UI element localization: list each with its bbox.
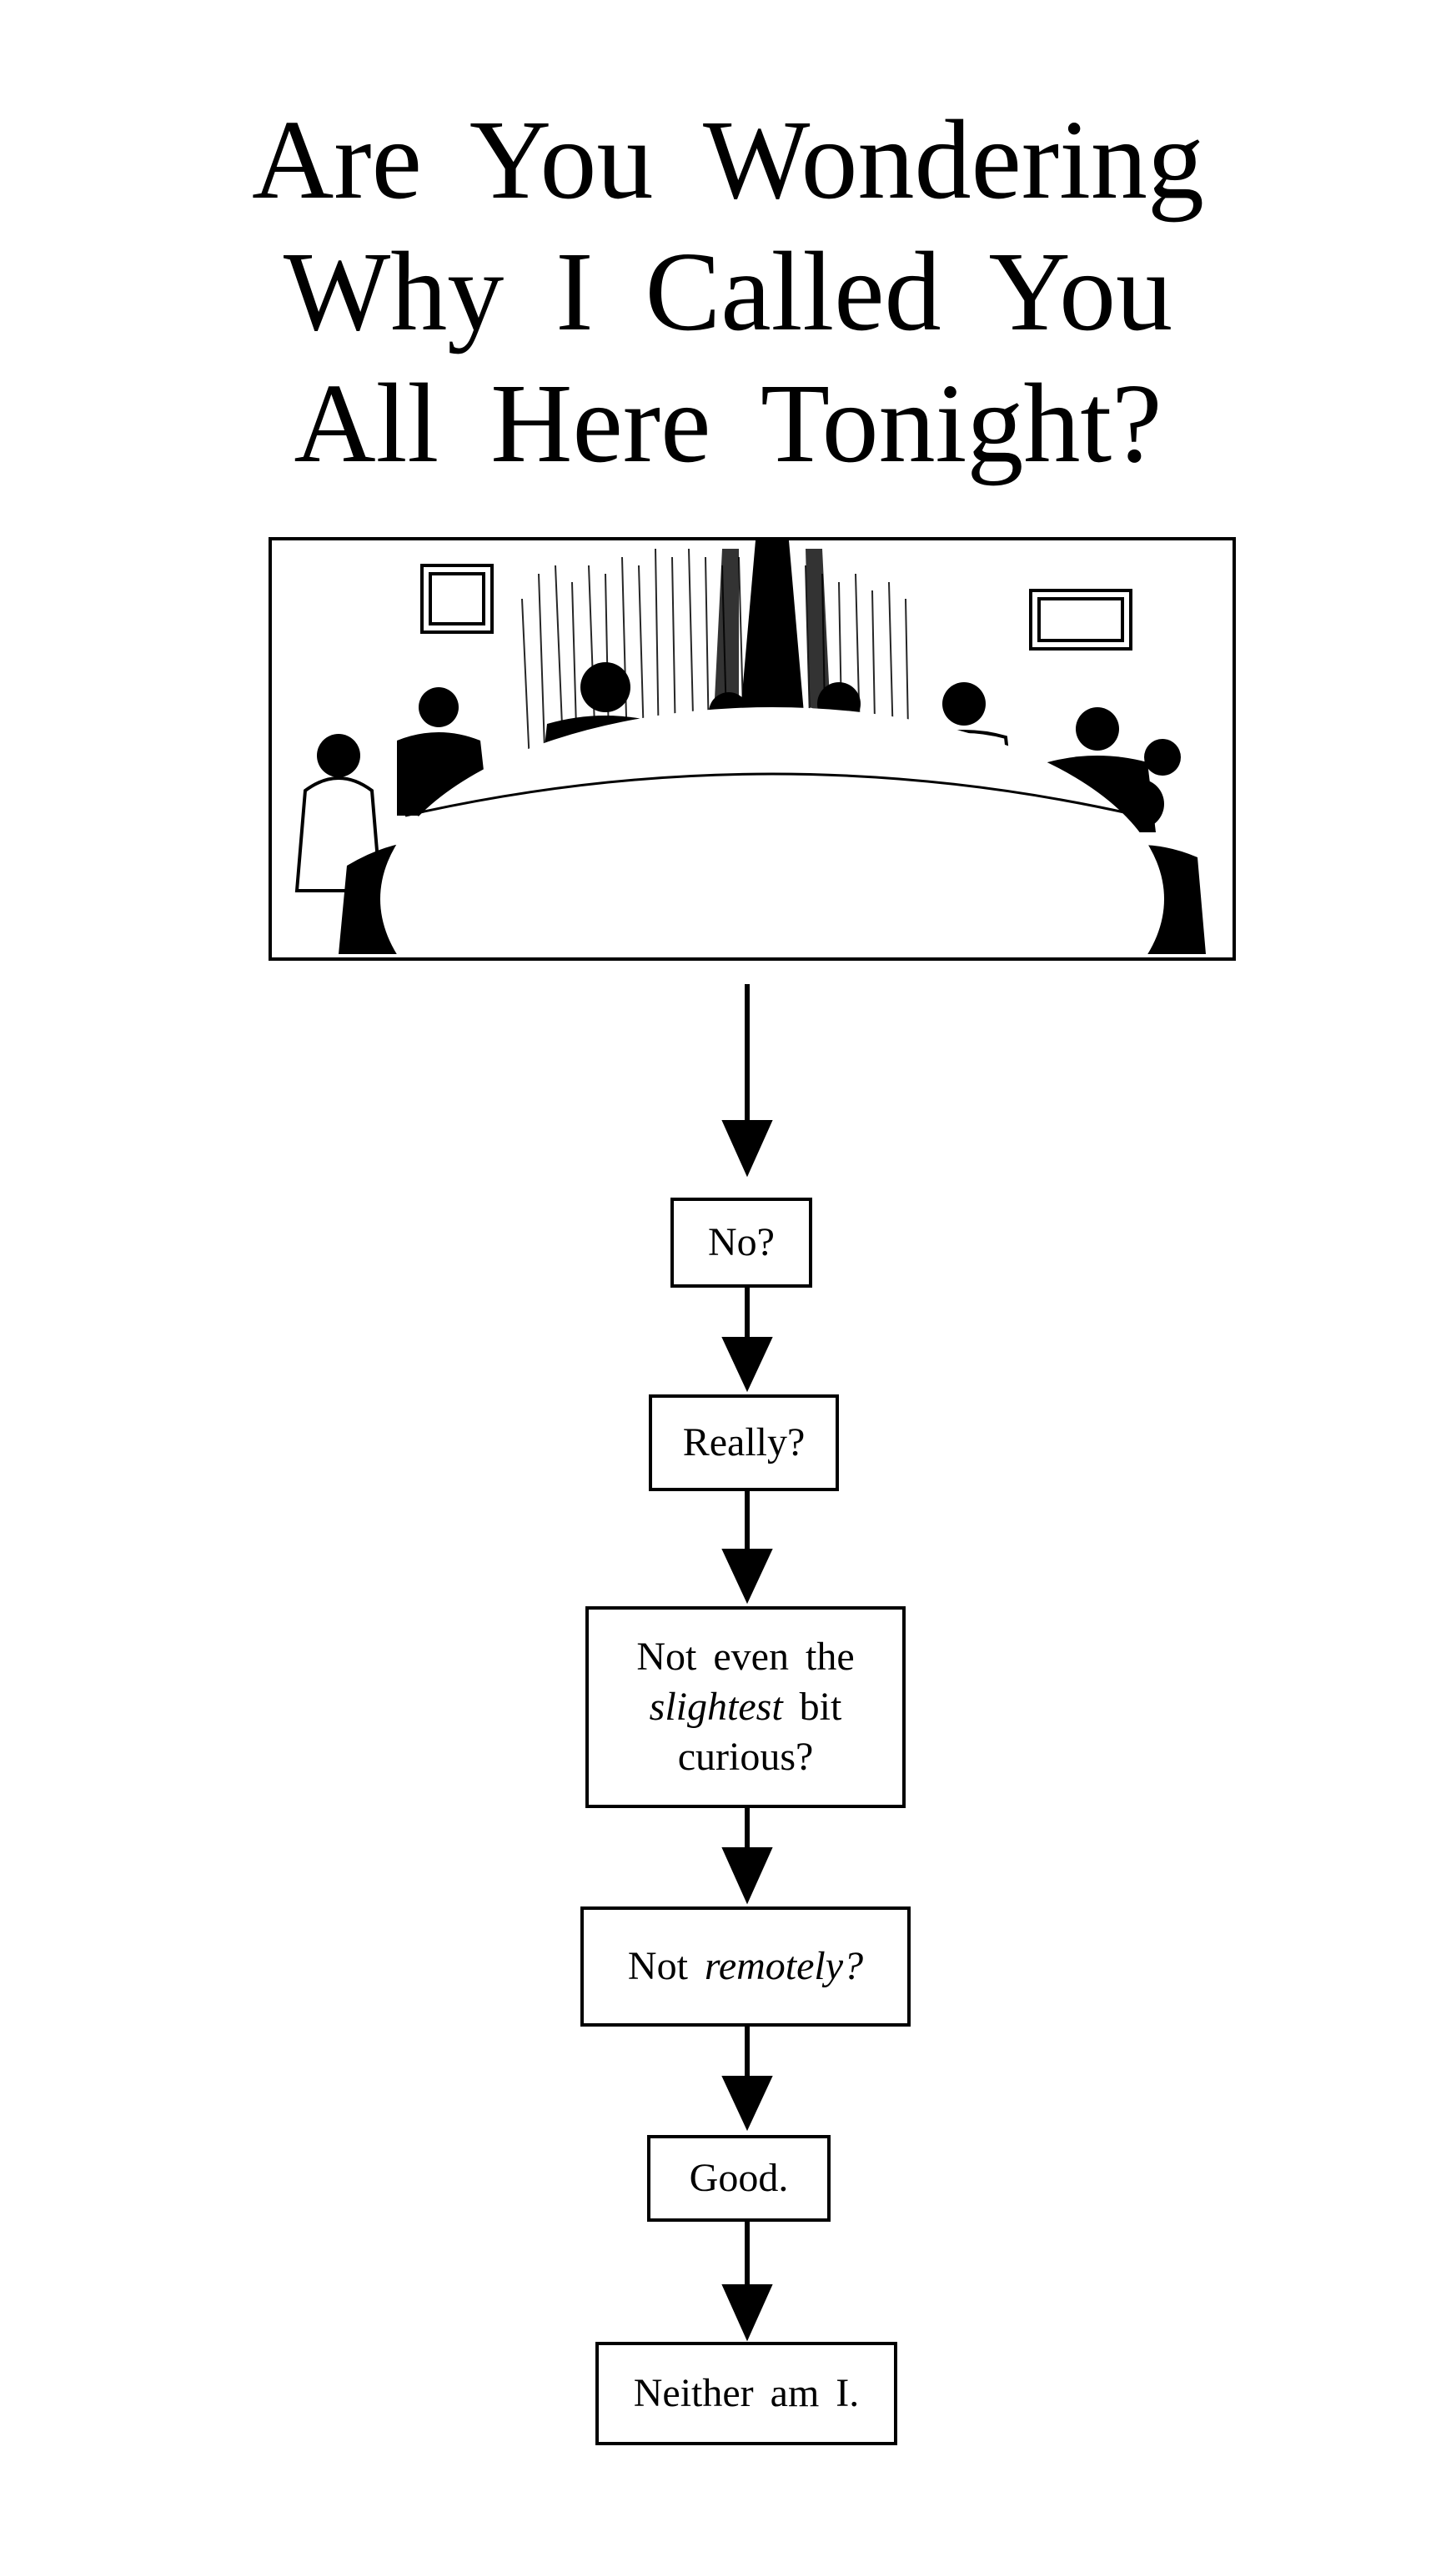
flow-step-good-label: Good.: [689, 2156, 789, 2200]
flow-step-really-label: Really?: [682, 1420, 806, 1464]
flow-step-not-even-line-2: slightest bit: [636, 1682, 854, 1732]
dinner-party-engraving-icon: [294, 540, 1206, 957]
flow-step-not-even-emphasis: slightest: [649, 1685, 783, 1729]
arrowhead-5: [721, 2076, 773, 2132]
flow-step-good: Good.: [647, 2135, 831, 2222]
flow-step-not-even-line-3: curious?: [677, 1735, 814, 1779]
flow-step-neither: Neither am I.: [595, 2342, 897, 2445]
arrowhead-1: [721, 1120, 773, 1178]
title-line-1: Are You Wondering: [252, 98, 1204, 223]
dinner-party-illustration: [269, 537, 1236, 961]
flow-step-no-label: No?: [708, 1220, 775, 1264]
arrowhead-6: [721, 2284, 773, 2342]
arrowhead-4: [721, 1847, 773, 1905]
flow-step-not-even: Not even the slightest bit curious?: [585, 1606, 906, 1808]
flow-step-neither-label: Neither am I.: [633, 2371, 860, 2415]
title-line-2: Why I Called You: [283, 229, 1173, 354]
flow-step-not-even-line-2-rest: bit: [782, 1685, 842, 1729]
flow-step-not-remotely-label: Not remotely?: [628, 1942, 863, 1992]
flow-step-no: No?: [670, 1198, 812, 1288]
flow-step-not-remotely-emphasis: remotely?: [704, 1944, 864, 1988]
flow-step-not-even-line-1: Not even the: [636, 1635, 855, 1679]
flow-step-not-remotely: Not remotely?: [580, 1906, 911, 2027]
arrowhead-2: [721, 1337, 773, 1393]
flow-step-not-remotely-pre: Not: [627, 1944, 705, 1988]
flow-step-really: Really?: [649, 1394, 839, 1491]
arrowhead-3: [721, 1549, 773, 1605]
title-line-3: All Here Tonight?: [294, 361, 1162, 486]
